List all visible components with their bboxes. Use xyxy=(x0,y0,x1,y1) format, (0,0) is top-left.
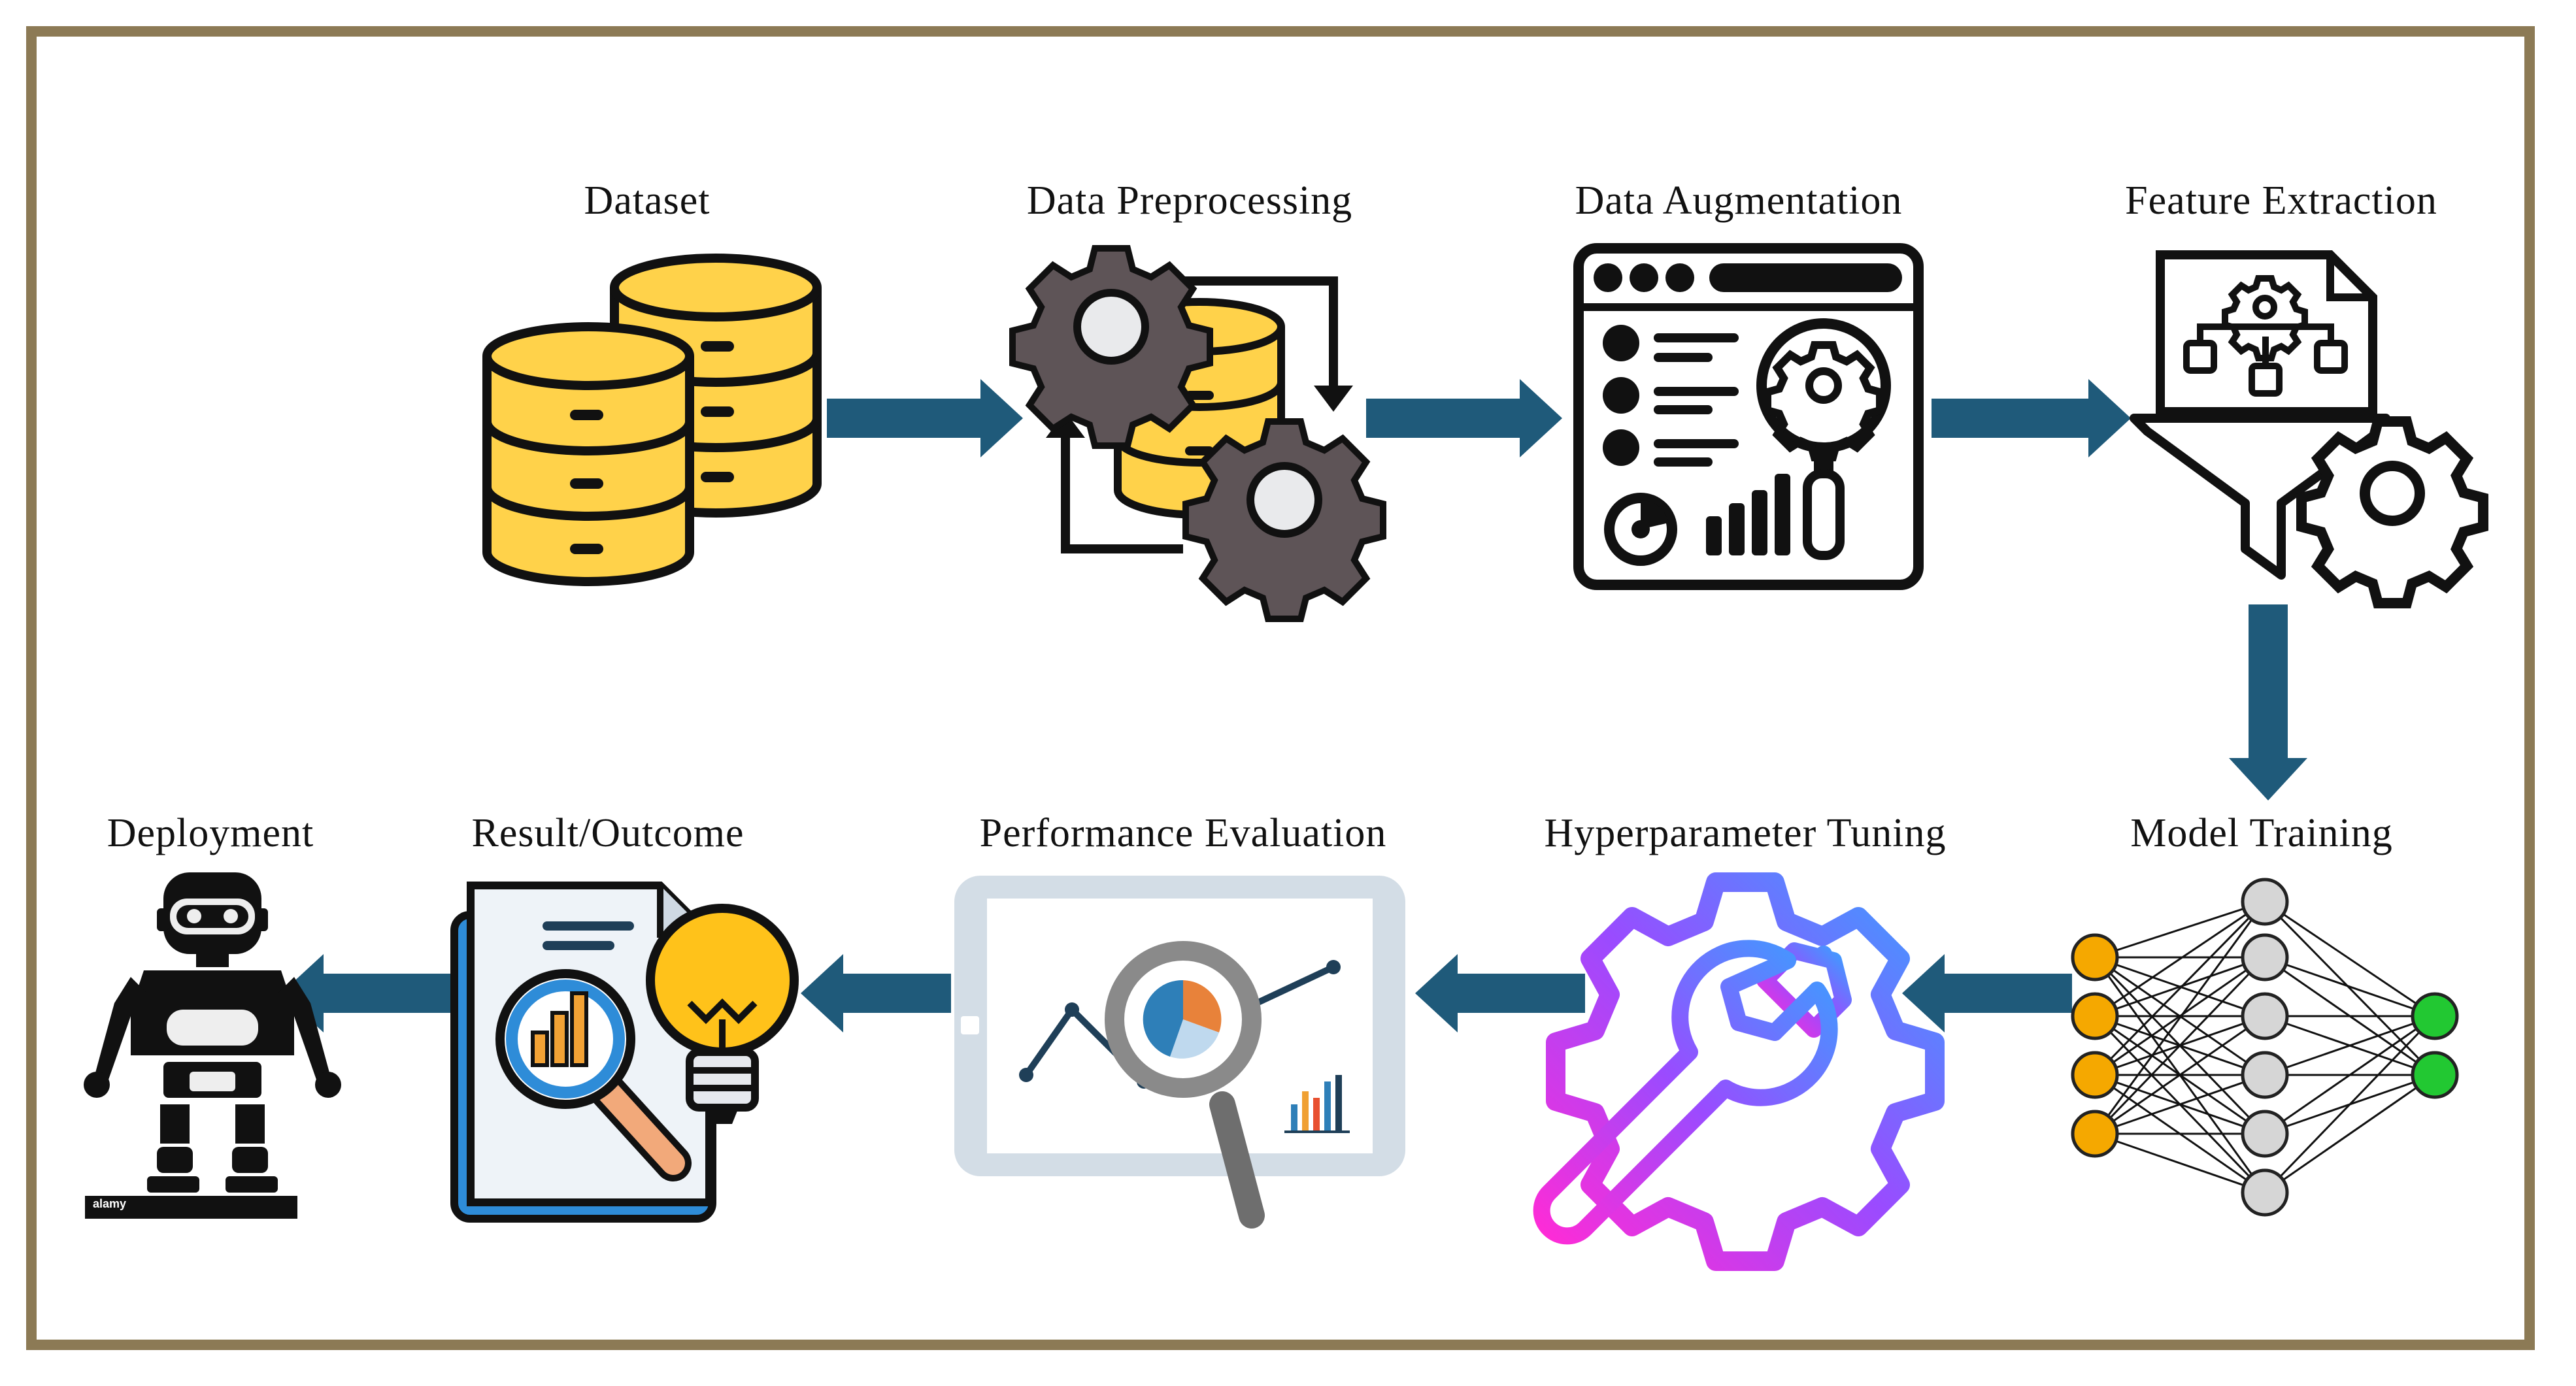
feature-extraction-icon xyxy=(2130,250,2488,608)
nn-output-node xyxy=(2411,1051,2459,1099)
label-performance-evaluation: Performance Evaluation xyxy=(979,811,1387,855)
nn-edge xyxy=(2094,1074,2266,1135)
gear-icon xyxy=(1182,418,1386,622)
nn-edge xyxy=(2264,1015,2435,1076)
nn-hidden-node xyxy=(2241,878,2289,926)
arrow-augmentation-to-feature xyxy=(1932,379,2131,457)
nn-edge xyxy=(2094,900,2266,1017)
result-outcome-icon xyxy=(450,882,799,1223)
data-augmentation-icon xyxy=(1573,243,1924,590)
data-preprocessing-icon xyxy=(1009,245,1386,622)
nn-edge xyxy=(2264,956,2435,1017)
label-feature-extraction: Feature Extraction xyxy=(2125,178,2437,223)
gear-icon xyxy=(2296,416,2488,608)
gear-icon xyxy=(2222,275,2308,361)
nn-input-node xyxy=(2071,933,2119,982)
nn-edge xyxy=(2094,1132,2266,1194)
arrow-training-to-tuning xyxy=(1902,954,2072,1032)
arrow-tuning-to-evaluation xyxy=(1415,954,1585,1032)
arrow-feature-to-training xyxy=(2229,604,2307,800)
nn-edge xyxy=(2264,900,2435,1017)
gear-icon xyxy=(1009,245,1213,449)
label-dataset: Dataset xyxy=(584,178,711,223)
nn-edge xyxy=(2094,956,2266,1135)
arrow-preprocessing-to-augmentation xyxy=(1366,379,1562,457)
flow-arrows xyxy=(281,379,2307,1032)
magnifier-icon xyxy=(1105,941,1265,1229)
nn-edge xyxy=(2094,901,2266,1134)
arrow-evaluation-to-result xyxy=(801,954,951,1032)
label-model-training: Model Training xyxy=(2130,811,2393,855)
nn-edge xyxy=(2264,1074,2435,1194)
label-result-outcome: Result/Outcome xyxy=(471,811,744,855)
label-data-augmentation: Data Augmentation xyxy=(1575,178,1903,223)
nn-edge xyxy=(2094,900,2266,1076)
nn-hidden-node xyxy=(2241,992,2289,1040)
nn-input-node xyxy=(2071,992,2119,1040)
nn-edge xyxy=(2094,1015,2266,1135)
robot-icon xyxy=(84,872,341,1219)
label-deployment: Deployment xyxy=(107,811,314,855)
nn-hidden-node xyxy=(2241,1110,2289,1158)
nn-edge xyxy=(2264,1015,2436,1194)
nn-hidden-node xyxy=(2241,1168,2289,1217)
gear-icon xyxy=(1546,872,1945,1271)
nn-input-node xyxy=(2071,1110,2119,1158)
watermark-text: alamy xyxy=(93,1197,127,1210)
nn-input-node xyxy=(2071,1051,2119,1099)
arrow-dataset-to-preprocessing xyxy=(827,379,1023,457)
label-hyperparameter-tuning: Hyperparameter Tuning xyxy=(1544,811,1947,855)
nn-edge xyxy=(2264,900,2436,1076)
nn-hidden-node xyxy=(2241,1051,2289,1099)
bar-chart-icon xyxy=(1284,1075,1350,1133)
nn-edge xyxy=(2094,956,2266,1017)
wrench-icon xyxy=(1533,940,1852,1245)
database-icon xyxy=(482,254,822,586)
nn-output-node xyxy=(2411,992,2459,1040)
lightbulb-icon xyxy=(646,904,799,1124)
arrow-result-to-deployment xyxy=(281,954,451,1032)
nn-edge xyxy=(2264,1015,2435,1135)
neural-network-icon xyxy=(2071,878,2459,1217)
performance-evaluation-icon xyxy=(954,876,1405,1229)
nn-edge xyxy=(2094,900,2266,959)
hyperparameter-tuning-icon xyxy=(1533,872,1945,1271)
label-data-preprocessing: Data Preprocessing xyxy=(1026,178,1353,223)
nn-hidden-node xyxy=(2241,933,2289,982)
